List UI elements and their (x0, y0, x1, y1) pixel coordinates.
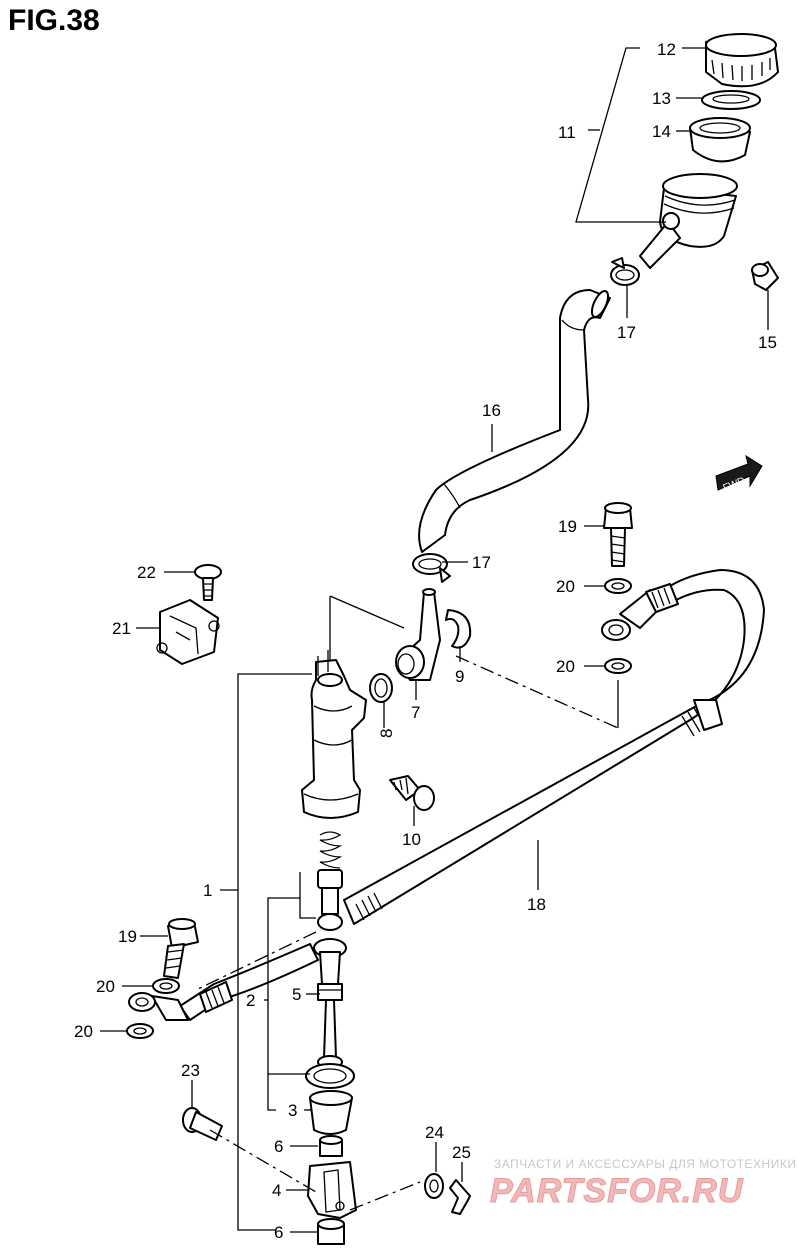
callout-18: 18 (527, 895, 546, 914)
leader-lines (100, 47, 769, 1233)
callout-7: 7 (411, 703, 420, 722)
callout-11: 11 (558, 123, 576, 142)
reference-lines (195, 655, 619, 1211)
reservoir-hose (418, 289, 611, 553)
callout-22: 22 (137, 563, 156, 582)
callout-17-upper: 17 (617, 323, 636, 342)
brake-hose (128, 569, 765, 1021)
callout-3: 3 (288, 1101, 297, 1120)
callout-14: 14 (652, 122, 671, 141)
reservoir-plate (701, 90, 761, 110)
hose-clamp-lower (412, 553, 451, 583)
union-bolt-lower (163, 918, 199, 979)
piston-rod (313, 938, 347, 1069)
callout-6-upper: 6 (274, 1137, 283, 1156)
clevis (307, 1161, 357, 1219)
callout-24: 24 (425, 1123, 444, 1142)
circlip (445, 609, 472, 649)
o-ring (369, 673, 393, 703)
callout-10: 10 (402, 830, 421, 849)
watermark-tagline: ЗАПЧАСТИ И АКСЕССУАРЫ ДЛЯ МОТОТЕХНИКИ (494, 1157, 797, 1171)
cotter-pin (449, 1179, 471, 1215)
clevis-pin (182, 1107, 223, 1141)
callout-13: 13 (652, 89, 671, 108)
boot (309, 1090, 353, 1135)
callout-19-upper: 19 (558, 517, 577, 536)
bracket-screw (194, 564, 222, 601)
callout-12: 12 (657, 40, 676, 59)
hose-clamp-upper (610, 257, 640, 286)
callout-labels: 12 13 14 11 17 15 16 19 17 22 20 21 20 9… (74, 40, 777, 1242)
washer (424, 1173, 444, 1199)
callout-9: 9 (455, 667, 464, 686)
callout-4: 4 (272, 1181, 281, 1200)
reservoir-bolt (751, 261, 779, 291)
watermark-logo: PARTSFOR.RU (490, 1172, 744, 1211)
spring (317, 831, 343, 931)
callout-20-upper-1: 20 (556, 577, 575, 596)
union-bolt-upper (603, 502, 633, 567)
callout-23: 23 (181, 1061, 200, 1080)
elbow-fitting (395, 588, 441, 681)
callout-6-lower: 6 (274, 1223, 283, 1242)
lock-nut-lower (317, 1218, 345, 1245)
reservoir-diaphragm (689, 117, 751, 163)
forward-arrow: FWD (715, 454, 763, 494)
master-cylinder-body (301, 650, 367, 819)
sealing-washer-lower-2 (126, 1023, 154, 1039)
reservoir-cap (705, 33, 779, 88)
callout-20-lower-2: 20 (74, 1022, 93, 1041)
sealing-washer-upper-1 (604, 578, 632, 594)
callout-19-lower: 19 (118, 927, 137, 946)
callout-15: 15 (758, 333, 777, 352)
reservoir-tank (639, 173, 738, 269)
watermark-logo-text: PARTSFOR.RU (490, 1172, 744, 1210)
callout-16: 16 (482, 401, 501, 420)
callout-20-upper-2: 20 (556, 657, 575, 676)
figure-title: FIG.38 (8, 4, 100, 37)
callout-5: 5 (292, 985, 301, 1004)
sealing-washer-lower-1 (152, 978, 180, 994)
callout-2: 2 (246, 991, 255, 1010)
callout-20-lower-1: 20 (96, 977, 115, 996)
lock-nut-upper (319, 1135, 343, 1157)
callout-1: 1 (203, 881, 212, 900)
mounting-bolt (389, 775, 435, 811)
bracket (156, 599, 220, 665)
retaining-ring (305, 1063, 355, 1089)
sealing-washer-upper-2 (604, 658, 632, 674)
callout-17-lower: 17 (472, 553, 491, 572)
callout-21: 21 (112, 619, 131, 638)
callout-8: 8 (377, 729, 396, 738)
callout-25: 25 (452, 1143, 471, 1162)
